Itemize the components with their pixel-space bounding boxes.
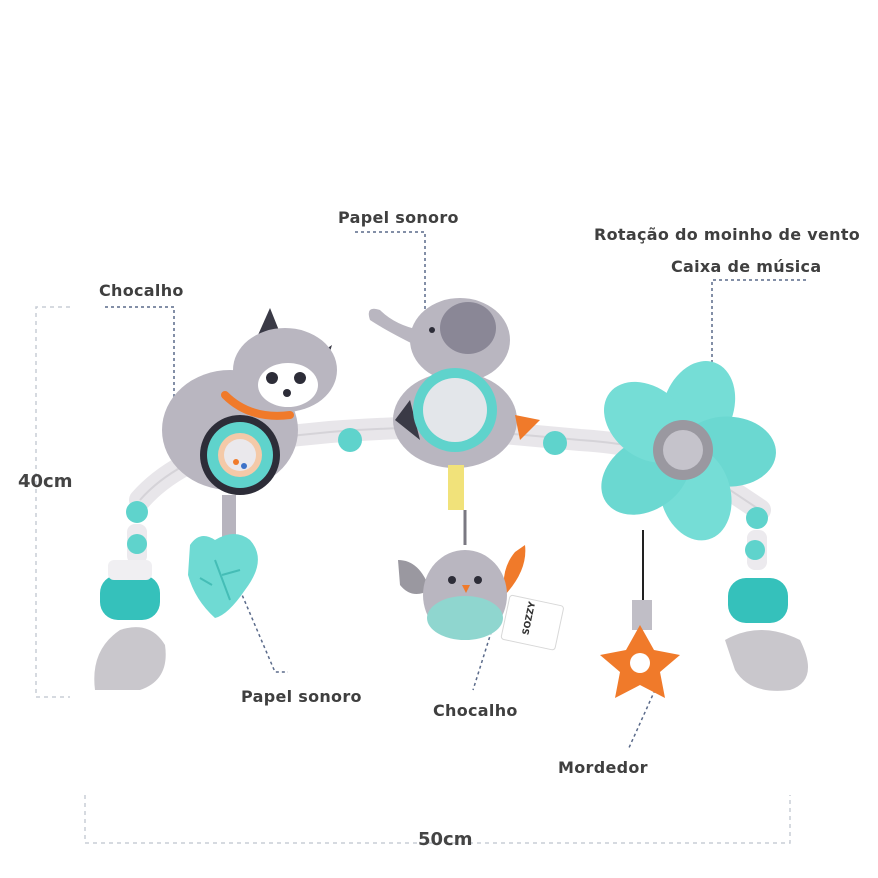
elephant-mirror-toy: [368, 298, 540, 510]
windmill-flower: [601, 361, 776, 541]
label-mordedor: Mordedor: [558, 758, 648, 777]
width-dimension: 50cm: [418, 829, 473, 850]
height-dimension: 40cm: [18, 471, 73, 492]
left-clip: [94, 501, 166, 690]
leaf-crinkle-toy: [188, 495, 258, 618]
label-papel-sonoro-top: Papel sonoro: [338, 208, 459, 227]
star-teether: [600, 530, 680, 698]
dimension-guides: [35, 306, 791, 844]
owl-rattle: SOZZY: [398, 510, 564, 651]
label-papel-sonoro-bottom: Papel sonoro: [241, 687, 362, 706]
right-clip: [725, 507, 808, 691]
label-chocalho-bottom: Chocalho: [433, 701, 518, 720]
label-rotacao-moinho: Rotação do moinho de vento: [594, 225, 861, 244]
label-chocalho-top: Chocalho: [99, 281, 184, 300]
label-caixa-musica: Caixa de música: [671, 257, 822, 276]
fox-rattle: [162, 308, 337, 495]
